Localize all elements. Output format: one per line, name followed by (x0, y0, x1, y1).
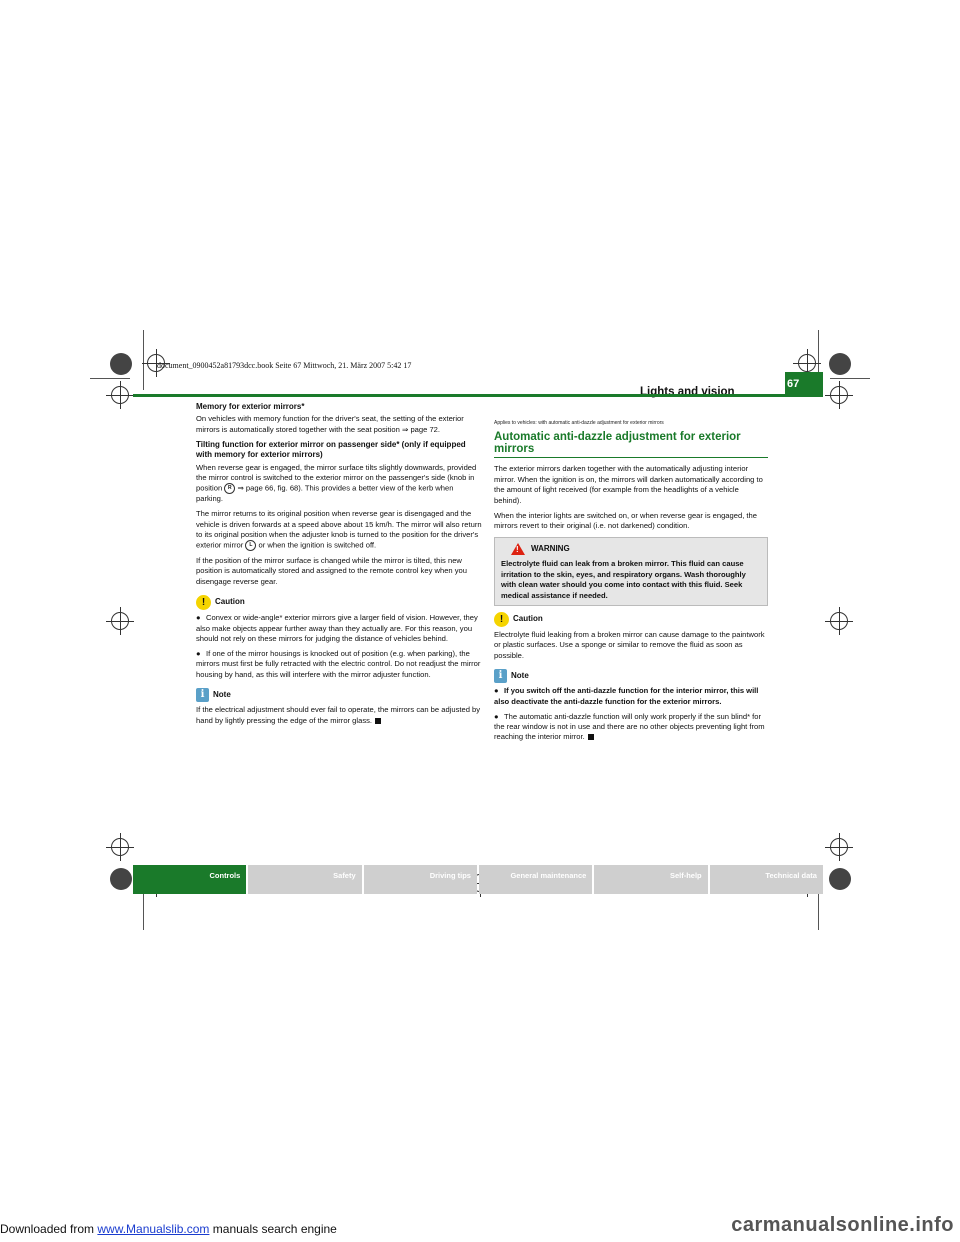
registration-mark-icon (106, 607, 134, 635)
warning-box: ! WARNING Electrolyte fluid can leak fro… (494, 537, 768, 606)
watermark: carmanualsonline.info (731, 1214, 954, 1236)
registration-mark-icon (793, 349, 821, 377)
registration-dot-icon (829, 353, 851, 375)
crop-mark (143, 870, 144, 930)
page-number: 67 (785, 372, 823, 396)
memory-paragraph: On vehicles with memory function for the… (196, 414, 464, 434)
end-mark-icon (375, 717, 382, 724)
warning-text: Electrolyte fluid can leak from a broken… (501, 559, 746, 600)
caution-icon: ! (494, 611, 509, 627)
registration-mark-icon (825, 381, 853, 409)
caution-bullet: ●Convex or wide-angle* exterior mirrors … (196, 613, 478, 643)
bullet-icon: ● (494, 711, 499, 721)
tab-general-maintenance[interactable]: General maintenance (478, 865, 593, 894)
crop-mark (830, 378, 870, 379)
tab-self-help[interactable]: Self-help (594, 865, 708, 894)
end-mark-icon (587, 734, 594, 741)
note-bullet: ●The automatic anti-dazzle function will… (494, 711, 765, 742)
caution-icon: ! (196, 595, 211, 611)
warning-triangle-icon: ! (511, 543, 525, 556)
caution-header: ! Caution (494, 611, 768, 627)
applies-line: Applies to vehicles: with automatic anti… (494, 420, 664, 426)
manualslib-link[interactable]: www.Manualslib.com (97, 1222, 210, 1236)
caution-header: ! Caution (196, 595, 482, 611)
tab-controls[interactable]: Controls (133, 865, 247, 894)
tilting-paragraph-3: If the position of the mirror surface is… (196, 555, 467, 586)
info-icon: i (196, 688, 209, 703)
right-column: Applies to vehicles: with automatic anti… (494, 418, 768, 747)
section-tab-bar: Controls Safety Driving tips General mai… (133, 865, 823, 894)
bullet-icon: ● (494, 686, 499, 696)
note-header: i Note (196, 688, 482, 703)
tab-driving-tips[interactable]: Driving tips (363, 865, 477, 894)
registration-mark-icon (142, 349, 170, 377)
registration-mark-icon (825, 833, 853, 861)
tab-safety[interactable]: Safety (248, 865, 362, 894)
note-paragraph: If the electrical adjustment should ever… (196, 705, 481, 725)
note-header: i Note (494, 669, 768, 684)
memory-heading: Memory for exterior mirrors* (196, 402, 305, 411)
tab-technical-data[interactable]: Technical data (709, 865, 823, 894)
registration-mark-icon (106, 833, 134, 861)
knob-position-icon: L (245, 540, 257, 552)
tilting-heading: Tilting function for exterior mirror on … (196, 439, 466, 460)
registration-mark-icon (825, 607, 853, 635)
tilting-paragraph-1: When reverse gear is engaged, the mirror… (196, 462, 477, 504)
registration-dot-icon (110, 353, 132, 375)
registration-mark-icon (106, 381, 134, 409)
knob-position-icon: R (224, 483, 236, 495)
registration-dot-icon (110, 868, 132, 890)
anti-dazzle-heading: Automatic anti-dazzle adjustment for ext… (494, 431, 768, 459)
caution-paragraph: Electrolyte fluid leaking from a broken … (494, 629, 765, 660)
anti-dazzle-paragraph-2: When the interior lights are switched on… (494, 510, 757, 530)
info-icon: i (494, 669, 507, 684)
header-rule (133, 394, 823, 397)
registration-dot-icon (829, 868, 851, 890)
bullet-icon: ● (196, 648, 201, 658)
tilting-paragraph-2: The mirror returns to its original posit… (196, 509, 482, 552)
note-bullet: ●If you switch off the anti-dazzle funct… (494, 686, 759, 706)
anti-dazzle-paragraph-1: The exterior mirrors darken together wit… (494, 464, 763, 505)
warning-header: ! WARNING (511, 543, 761, 556)
crop-mark (818, 870, 819, 930)
file-info-line: document_0900452a81793dcc.book Seite 67 … (157, 361, 412, 370)
crop-mark (90, 378, 130, 379)
left-column: Memory for exterior mirrors* On vehicles… (196, 402, 482, 730)
bullet-icon: ● (196, 613, 201, 623)
caution-bullet: ●If one of the mirror housings is knocke… (196, 648, 481, 679)
download-footer: Downloaded from www.Manualslib.com manua… (0, 1222, 337, 1236)
crop-mark (143, 330, 144, 390)
crop-mark (818, 330, 819, 390)
